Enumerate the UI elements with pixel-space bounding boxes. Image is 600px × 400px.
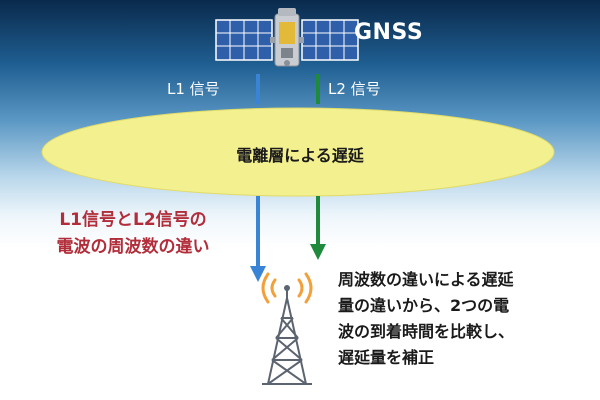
correction-line: 波の到着時間を比較し、 [338,322,515,341]
satellite-label: GNSS [354,20,424,45]
satellite-icon [215,8,359,67]
correction-line: 遅延量を補正 [338,348,435,367]
correction-line: 量の違いから、2つの電 [338,296,510,315]
frequency-difference-line: L1信号とL2信号の [59,210,207,230]
l1-signal-label: L1 信号 [167,80,220,98]
ionosphere-layer [41,107,555,197]
l1-signal-arrow [250,196,266,282]
antenna-tower-icon [262,285,312,385]
ionosphere-label: 電離層による遅延 [236,146,364,165]
frequency-difference-line: 電波の周波数の違い [56,237,210,257]
correction-caption: 周波数の違いによる遅延 量の違いから、2つの電 波の到着時間を比較し、 遅延量を… [338,267,593,371]
correction-line: 周波数の違いによる遅延 [338,270,514,289]
signal-wave-icon [261,272,313,304]
l2-signal-label: L2 信号 [328,80,381,98]
l2-signal-arrow [310,196,326,260]
frequency-difference-caption: L1信号とL2信号の 電波の周波数の違い [28,207,238,261]
